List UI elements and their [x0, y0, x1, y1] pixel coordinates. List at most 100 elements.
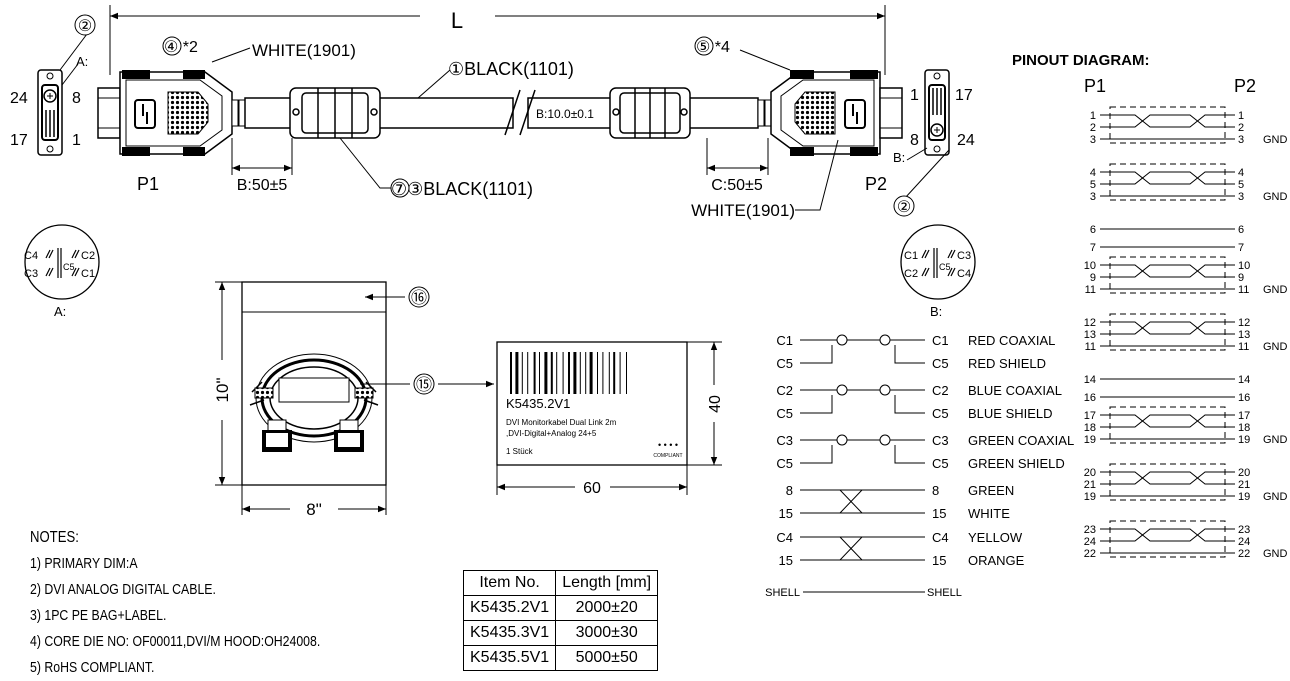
wire-right-label: C5	[932, 356, 949, 371]
label-height-dimension	[687, 341, 722, 466]
wire-left-label: C5	[776, 356, 793, 371]
table-cell: 2000±20	[555, 595, 659, 621]
barcode-bar	[550, 352, 553, 394]
pin-p1-label: 24	[1084, 536, 1096, 548]
pin-p1-label: 23	[1084, 524, 1096, 536]
pin-p2-label: 6	[1238, 224, 1244, 236]
table-cell: K5435.5V1	[462, 645, 557, 671]
bag-height-label: 10"	[213, 378, 232, 403]
pin-p2-label: 12	[1238, 317, 1250, 329]
wire-left-label: C1	[776, 333, 793, 348]
pin-p1-label: 12	[1084, 317, 1096, 329]
header-item-no: Item No.	[462, 570, 557, 596]
p1-face-view	[37, 29, 91, 156]
wire-right-label: C3	[932, 433, 949, 448]
pinout-p1: P1	[1084, 76, 1106, 96]
face-a-c2: C2	[81, 250, 95, 262]
p1-connector	[97, 70, 246, 156]
pin-p2-label: 7	[1238, 242, 1244, 254]
wire-right-label: C2	[932, 383, 949, 398]
pin-p2-label: 5	[1238, 179, 1244, 191]
wire-right-label: 15	[932, 506, 946, 521]
table-header-row: Item No. Length [mm]	[462, 570, 659, 596]
pin-p2-label: 17	[1238, 410, 1250, 422]
shell-right-label: SHELL	[927, 587, 962, 599]
label-height-text: 40	[707, 395, 724, 413]
table-cell: K5435.3V1	[462, 620, 557, 646]
barcode-bar	[521, 352, 523, 394]
barcode-bar	[579, 352, 581, 394]
pin-p1-label: 4	[1090, 167, 1096, 179]
pin-p1-label: 14	[1084, 374, 1096, 386]
pin-p1-label: 11	[1085, 284, 1096, 296]
pin-p1-label: 18	[1084, 422, 1096, 434]
bag-callout: ⑯	[411, 289, 427, 307]
barcode-bar	[544, 352, 548, 394]
p1-label: P1	[137, 174, 159, 194]
pin-p2-label: 3	[1238, 134, 1244, 146]
break-length-label: B:10.0±0.1	[536, 107, 594, 121]
pin-p2-label: 13	[1238, 329, 1250, 341]
ferrite-p1-label: B:50±5	[237, 177, 288, 194]
wire-color-label: YELLOW	[968, 530, 1023, 545]
barcode	[510, 352, 627, 394]
gnd-label: GND	[1263, 191, 1288, 203]
pin-p1-label: 19	[1084, 491, 1096, 503]
note-3: 3) 1PC PE BAG+LABEL.	[30, 607, 167, 624]
p2-face-view	[904, 69, 950, 199]
wire-left-label: 15	[779, 506, 793, 521]
face-a-c4: C4	[24, 250, 38, 262]
table-row: K5435.5V1 5000±50	[462, 645, 659, 671]
bag-height-dimension	[215, 281, 242, 486]
bag-callout-circle	[408, 286, 430, 308]
pin-p2-label: 9	[1238, 272, 1244, 284]
pin-p1-label: 6	[1090, 224, 1096, 236]
barcode-bar	[562, 352, 564, 394]
p1-callout-circle	[74, 14, 96, 36]
p2-pin-1: 1	[910, 87, 919, 104]
label-callout-circle	[413, 373, 435, 395]
barcode-bar	[527, 352, 529, 394]
barcode-bar	[515, 352, 519, 394]
pin-p2-label: 16	[1238, 392, 1250, 404]
wire-right-label: C4	[932, 530, 949, 545]
pin-p2-label: 21	[1238, 479, 1250, 491]
p1-view-label: A:	[76, 54, 88, 69]
pin-p2-label: 11	[1238, 341, 1249, 353]
p2-pin-24: 24	[957, 132, 975, 149]
label-desc-1: DVI Monitorkabel Dual Link 2m	[506, 418, 617, 427]
barcode-bar	[619, 352, 621, 394]
pin-p1-label: 10	[1084, 260, 1096, 272]
core-label: ⑦③BLACK(1101)	[391, 179, 533, 199]
wire-color-label: ORANGE	[968, 553, 1025, 568]
analog-face-a: C4 C2 C3 C1 C5 A:	[24, 224, 100, 319]
wire-left-label: 8	[786, 483, 793, 498]
wire-right-label: C5	[932, 456, 949, 471]
face-b-c3: C3	[957, 250, 971, 262]
wire-right-label: C1	[932, 333, 949, 348]
wire-color-label: GREEN	[968, 483, 1014, 498]
white-p1-label: WHITE(1901)	[252, 41, 356, 60]
pin-p2-label: 20	[1238, 467, 1250, 479]
pin-p2-label: 19	[1238, 491, 1250, 503]
gnd-label: GND	[1263, 284, 1288, 296]
barcode-bar	[602, 352, 604, 394]
p1-callout: ②	[78, 18, 92, 35]
p1-pin-1: 1	[72, 132, 81, 149]
face-a-label: A:	[54, 304, 66, 319]
wire-left-label: C4	[776, 530, 793, 545]
p2-callout-circle	[893, 195, 915, 217]
table-cell: 5000±50	[555, 645, 659, 671]
barcode-bar	[613, 352, 616, 394]
hood-p1-callout: ④ *2	[164, 39, 198, 56]
pin-p1-label: 3	[1090, 134, 1096, 146]
pin-p1-label: 13	[1084, 329, 1096, 341]
cable-body	[244, 87, 759, 139]
pin-p2-label: 19	[1238, 434, 1250, 446]
label-qty: 1 Stück	[506, 447, 534, 456]
table-row: K5435.2V1 2000±20	[462, 595, 659, 621]
face-a-c5: C5	[63, 262, 75, 272]
hood-p2-callout-circle	[694, 36, 714, 56]
